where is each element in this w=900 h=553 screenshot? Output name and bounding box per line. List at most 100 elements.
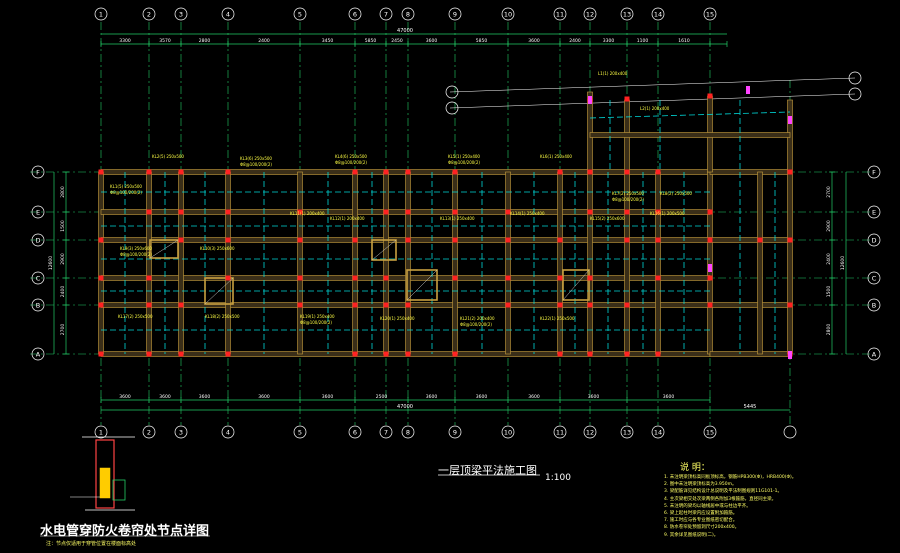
dim-label: 3600: [528, 38, 540, 44]
column: [707, 237, 713, 243]
column: [624, 209, 630, 215]
column: [297, 237, 303, 243]
column: [624, 96, 630, 102]
dim-label: 2900: [826, 220, 832, 232]
axis-bubble: [293, 7, 307, 21]
beam: [589, 132, 791, 138]
beam: [297, 171, 303, 355]
note-line: 8. 防水卷帘处预留洞尺寸200x400。: [664, 525, 740, 531]
stair-diagonal: [406, 269, 438, 301]
axis-bubble: [142, 7, 156, 21]
axis-bubble-label: C: [872, 275, 877, 283]
column: [505, 209, 511, 215]
dim-label: 3600: [199, 394, 211, 400]
column: [707, 209, 713, 215]
dim-label: 3450: [322, 38, 334, 44]
axis-bubble: [221, 425, 235, 439]
axis-bubble-label: C: [36, 275, 41, 283]
column: [178, 237, 184, 243]
beam: [709, 302, 791, 308]
notes-list: 1. 未注明梁顶标高同板顶标高，钢筋HPB300(Φ)，HRB400(Φ)。 2…: [664, 474, 894, 539]
column: [624, 237, 630, 243]
axis-bubble-label: 10: [504, 11, 512, 19]
axis-bubble-label: D: [871, 237, 876, 245]
column: [452, 209, 458, 215]
column: [587, 209, 593, 215]
beam: [178, 171, 184, 355]
beam: [557, 171, 563, 355]
beam: [787, 99, 793, 355]
dim-label: 3600: [322, 394, 334, 400]
beam: [98, 171, 104, 355]
dim-total: 47000: [397, 404, 413, 410]
column: [383, 275, 389, 281]
axis-bubble-label: A: [872, 351, 877, 359]
axis-bubble: [651, 7, 665, 21]
axis-bubble-label: 5: [298, 429, 302, 437]
axis-bubble: [94, 7, 108, 21]
column: [587, 169, 593, 175]
beam-label: KL10(3) 250x600: [200, 246, 235, 251]
dim-label: 2400: [258, 38, 270, 44]
axis-bubble-label: F: [36, 169, 40, 177]
stirrup-label: Φ8@100/200(2): [612, 197, 644, 202]
beam: [587, 171, 593, 355]
beam: [146, 171, 152, 355]
dim-label: 3600: [663, 394, 675, 400]
stirrup-label: Φ8@100/200(2): [120, 252, 152, 257]
dim-label: 2800: [60, 186, 66, 198]
column: [707, 275, 713, 281]
column: [587, 275, 593, 281]
beam-label: KL11(1) 200x400: [290, 211, 325, 216]
column: [98, 302, 104, 308]
axis-bubble-label: 9: [453, 11, 457, 19]
axis-bubble-label: 7: [384, 429, 388, 437]
beam-label: KL20(1) 250x400: [380, 316, 415, 321]
column: [452, 237, 458, 243]
axis-bubble-label: 7: [384, 11, 388, 19]
beam-label: KL4(6) 250x500: [335, 154, 367, 159]
dim-label: 3600: [426, 394, 438, 400]
axis-bubble: [867, 165, 881, 179]
beam-label: L2(1) 200x400: [640, 106, 670, 111]
axis-bubble: [348, 7, 362, 21]
dim-total: 47000: [397, 28, 413, 34]
axis-bubble: [293, 425, 307, 439]
column: [405, 169, 411, 175]
dim-total: 12600: [48, 256, 54, 270]
beam: [383, 171, 389, 355]
dim-label: 3600: [159, 394, 171, 400]
axis-bubble-label: 12: [586, 429, 594, 437]
notes-heading: 说 明：: [680, 463, 710, 473]
beam: [405, 171, 411, 355]
axis-bubble: [445, 85, 459, 99]
axis-bubble: [848, 87, 862, 101]
column: [352, 237, 358, 243]
dim-label: 2400: [569, 38, 581, 44]
axis-bubble-label: F: [872, 169, 876, 177]
axis-bubble-label: 6: [353, 11, 357, 19]
dim-label: 5850: [476, 38, 488, 44]
stair-diagonal: [204, 277, 234, 305]
axis-bubble-label: 1: [99, 11, 103, 19]
axis-bubble: [174, 7, 188, 21]
beam-label: KL21(2) 200x400: [460, 316, 495, 321]
column: [297, 302, 303, 308]
beam: [225, 171, 231, 355]
axis-bubble: [783, 425, 797, 439]
column: [624, 169, 630, 175]
column: [383, 169, 389, 175]
column: [655, 237, 661, 243]
column: [624, 351, 630, 357]
stair-void: [371, 239, 397, 261]
axis-bubble: [501, 425, 515, 439]
note-line: 7. 施工时应与各专业图纸密切配合。: [664, 518, 738, 524]
column: [146, 351, 152, 357]
stirrup-label: Φ8@100/200(2): [448, 160, 480, 165]
axis-bubble-label: 2: [147, 429, 151, 437]
column: [225, 169, 231, 175]
column: [297, 275, 303, 281]
column: [352, 302, 358, 308]
